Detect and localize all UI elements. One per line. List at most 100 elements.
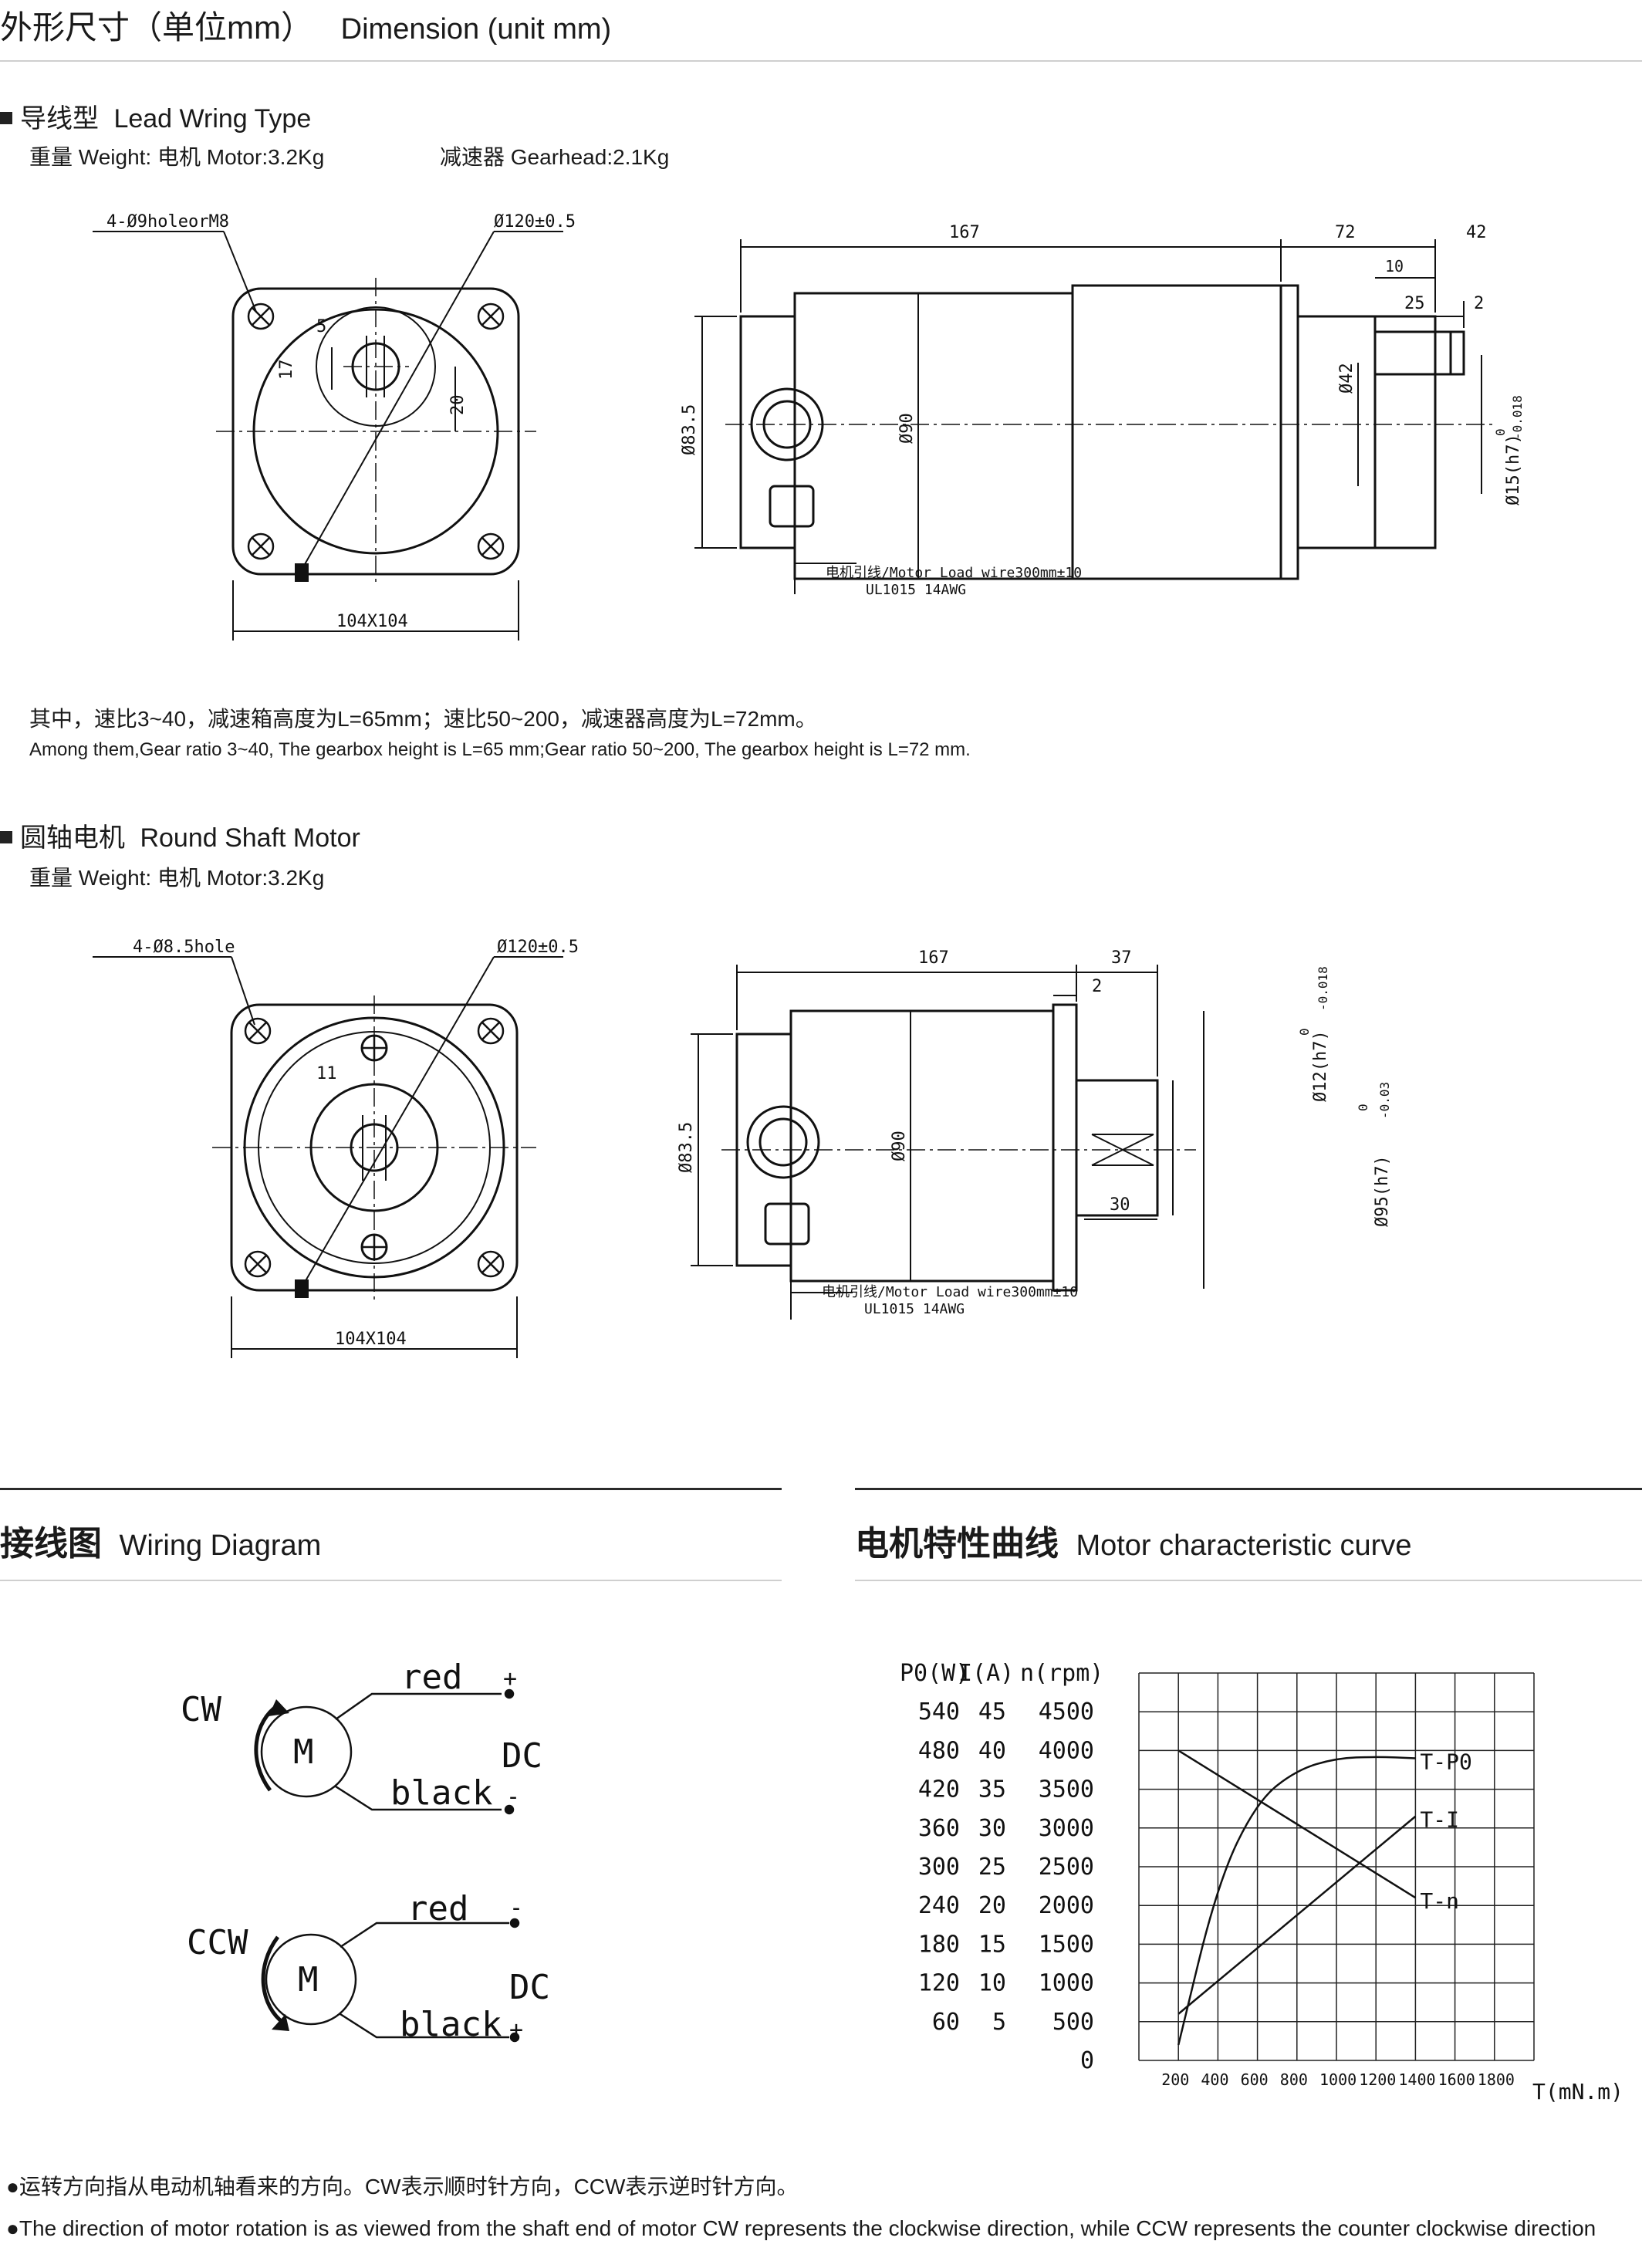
- page-title: 外形尺寸（单位mm） Dimension (unit mm): [0, 2, 611, 49]
- curve-p0-tick: 180: [918, 1931, 960, 1958]
- curve-x-tick: 1800: [1478, 2070, 1515, 2089]
- curve-series: T-P0T-IT-n: [1177, 1749, 1472, 2046]
- curve-p0-tick: 60: [932, 2009, 960, 2036]
- square-bullet-icon: [0, 112, 12, 125]
- ccw-red: red: [407, 1889, 468, 1928]
- wiring-title: 接线图 Wiring Diagram: [0, 1525, 322, 1563]
- curve-p0-tick: 300: [918, 1854, 960, 1881]
- curve-x-tick: 1000: [1319, 2070, 1357, 2089]
- lead-dia-boss: Ø42: [1337, 363, 1357, 394]
- round-dia-box: Ø83.5: [677, 1122, 696, 1173]
- round-pcd-label: Ø120±0.5: [497, 938, 579, 957]
- curve-x-tick: 400: [1201, 2070, 1228, 2089]
- curve-n-tick: 500: [1052, 2009, 1094, 2036]
- cw-label: CW: [181, 1690, 221, 1729]
- cw-motor-circle: [260, 1705, 353, 1798]
- lead-pcd-label: Ø120±0.5: [494, 212, 576, 232]
- curve-n-tick: 2000: [1039, 1892, 1094, 1919]
- lead-gearhead-weight: 减速器 Gearhead:2.1Kg: [440, 145, 670, 169]
- footer-note-en: ●The direction of motor rotation is as v…: [6, 2216, 1596, 2240]
- series-line-T-I: [1177, 1815, 1417, 2015]
- lead-key-len: 25: [1404, 294, 1425, 313]
- bullet-icon: ●: [6, 2175, 19, 2199]
- lead-dia-shaft: Ø15(h7): [1504, 434, 1523, 505]
- round-len-motor: 167: [918, 948, 949, 968]
- curve-axis-header: n(rpm): [1020, 1660, 1103, 1687]
- curve-x-axis-label: T(mN.m): [1532, 2079, 1623, 2104]
- curve-n-tick: 4000: [1039, 1737, 1094, 1764]
- round-pilot-down: -0.03: [1377, 1082, 1392, 1119]
- curve-n-tick: 1000: [1039, 1970, 1094, 1997]
- lead-section-heading: 导线型 Lead Wring Type: [0, 97, 311, 135]
- cw-minus: -: [506, 1783, 520, 1810]
- lead-boss: 10: [1385, 257, 1404, 275]
- curve-n-tick: 4500: [1039, 1698, 1094, 1726]
- round-dia-body: Ø90: [890, 1131, 909, 1161]
- curve-axis-header: P0(W): [900, 1660, 969, 1687]
- title-en: Dimension (unit mm): [340, 13, 612, 46]
- curve-x-tick: 1400: [1398, 2070, 1435, 2089]
- curve-p0-tick: 120: [918, 1970, 960, 1997]
- curve-i-tick: 45: [978, 1698, 1006, 1726]
- curve-i-tick: 40: [978, 1737, 1006, 1764]
- curve-x-tick: 1600: [1438, 2070, 1475, 2089]
- round-tol-down: -0.018: [1316, 966, 1330, 1011]
- bullet-icon: ●: [6, 2216, 19, 2240]
- wiring-top-rule: [0, 1488, 782, 1490]
- curve-grid: [1138, 1672, 1535, 2061]
- curve-p0-tick: 480: [918, 1737, 960, 1764]
- round-wire-1: 电机引线/Motor Load wire300mm±10: [822, 1284, 1078, 1300]
- curve-p0-tick: 360: [918, 1815, 960, 1842]
- round-side-view: 167 37 2 30 Ø83.5 Ø90 Ø12(h7) 0 -0.018 Ø…: [677, 948, 1392, 1320]
- curve-x-tick: 200: [1161, 2070, 1189, 2089]
- lead-end: 2: [1474, 294, 1484, 313]
- lead-shaft-offset: 20: [448, 395, 468, 416]
- curve-i-tick: 5: [992, 2009, 1006, 2036]
- lead-hole-label: 4-Ø9holeorM8: [106, 212, 229, 232]
- round-dia-shaft: Ø12(h7): [1311, 1030, 1330, 1102]
- ccw-top-sign: -: [509, 1895, 523, 1922]
- round-hole-label: 4-Ø8.5hole: [133, 938, 235, 957]
- lead-wire-1: 电机引线/Motor Load wire300mm±10: [826, 565, 1082, 581]
- square-bullet-icon: [0, 831, 12, 844]
- curve-n-tick: 1500: [1039, 1931, 1094, 1958]
- curve-i-tick: 35: [978, 1776, 1006, 1803]
- curve-i-tick: 30: [978, 1815, 1006, 1842]
- round-flat: 30: [1110, 1195, 1130, 1215]
- curve-title: 电机特性曲线 Motor characteristic curve: [855, 1525, 1412, 1563]
- cw-arrow-icon: [269, 1699, 289, 1716]
- lead-front-view: 4-Ø9holeorM8 Ø120±0.5 5 17 20 104X104: [93, 212, 576, 641]
- series-label-T-I: T-I: [1420, 1807, 1459, 1833]
- series-line-T-n: [1177, 1749, 1417, 1899]
- lead-key-width: 5: [316, 317, 326, 336]
- round-shaft-width: 11: [316, 1064, 337, 1083]
- lead-tol-down: -0.018: [1510, 395, 1525, 440]
- curve-p0-tick: 240: [918, 1892, 960, 1919]
- footer-note-cn: ●运转方向指从电动机轴看来的方向。CW表示顺时针方向，CCW表示逆时针方向。: [6, 2175, 799, 2199]
- cw-black: black: [390, 1773, 492, 1813]
- title-cn: 外形尺寸（单位mm）: [0, 9, 313, 46]
- curve-x-tick: 800: [1280, 2070, 1308, 2089]
- header-divider: [0, 60, 1642, 62]
- round-tol-up: 0: [1297, 1028, 1312, 1036]
- curve-i-tick: 25: [978, 1854, 1006, 1881]
- curve-axis-header: I(A): [958, 1660, 1014, 1687]
- curve-x-tick: 1200: [1359, 2070, 1396, 2089]
- lead-tol-up: 0: [1493, 428, 1508, 436]
- curve-axes: P0(W)I(A)n(rpm)4500400035003000250020001…: [900, 1660, 1515, 2089]
- curve-n-tick: 3500: [1039, 1776, 1094, 1803]
- round-section-heading: 圆轴电机 Round Shaft Motor: [0, 816, 360, 854]
- curve-p0-tick: 420: [918, 1776, 960, 1803]
- series-label-T-P0: T-P0: [1420, 1749, 1471, 1774]
- motor-curve-chart: P0(W)I(A)n(rpm)4500400035003000250020001…: [900, 1660, 1623, 2104]
- wiring-sub-rule: [0, 1580, 782, 1581]
- round-size-label: 104X104: [335, 1330, 407, 1349]
- cw-plus: +: [503, 1665, 517, 1692]
- lead-len-motor: 167: [949, 223, 980, 242]
- lead-dia-body: Ø90: [897, 413, 917, 444]
- lead-dia-box: Ø83.5: [680, 404, 699, 455]
- cw-dc: DC: [502, 1736, 542, 1776]
- lead-note-en: Among them,Gear ratio 3~40, The gearbox …: [29, 739, 971, 760]
- curve-n-tick: 2500: [1039, 1854, 1094, 1881]
- curve-i-tick: 15: [978, 1931, 1006, 1958]
